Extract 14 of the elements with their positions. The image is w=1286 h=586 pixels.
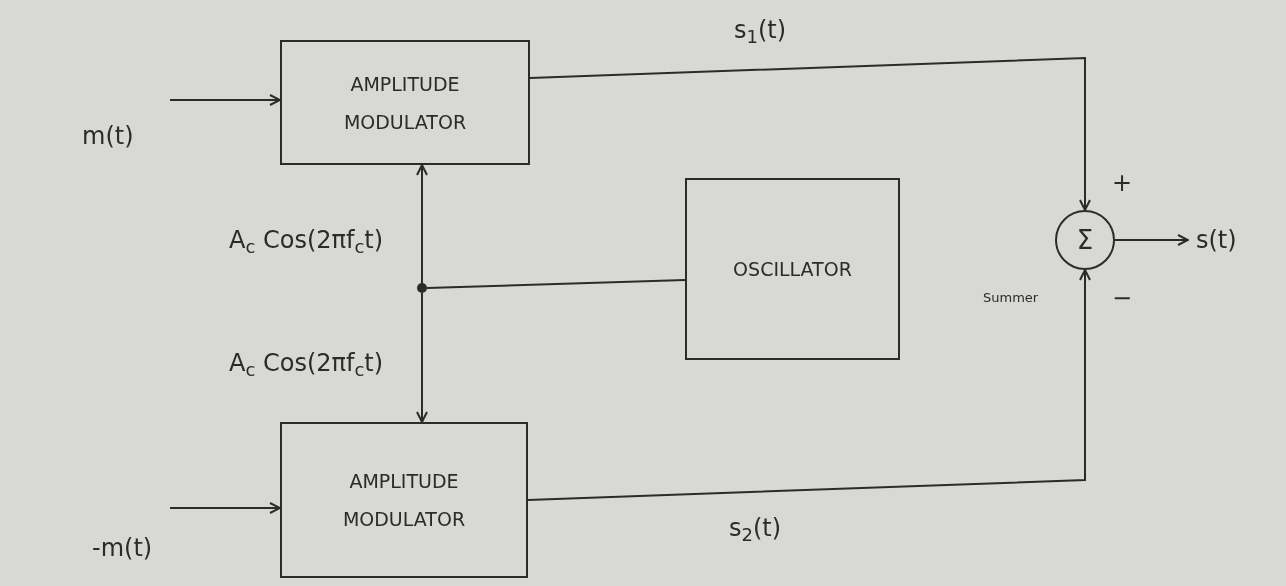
oscillator-box: OSCILLATOR bbox=[685, 178, 900, 360]
sign-label: − bbox=[1112, 283, 1133, 314]
modulator-box: AMPLITUDE MODULATOR bbox=[280, 40, 530, 165]
arrow bbox=[527, 269, 1091, 501]
node-caption: Summer bbox=[983, 289, 1039, 307]
sign-label: + bbox=[1112, 168, 1133, 199]
modulator-box: AMPLITUDE MODULATOR bbox=[280, 422, 528, 578]
connector-line bbox=[426, 279, 686, 289]
arrow bbox=[169, 502, 281, 514]
arrow bbox=[529, 56, 1091, 211]
arrow bbox=[416, 164, 428, 284]
arrow bbox=[1114, 234, 1189, 246]
arrow bbox=[416, 292, 428, 423]
arrow bbox=[169, 94, 281, 106]
